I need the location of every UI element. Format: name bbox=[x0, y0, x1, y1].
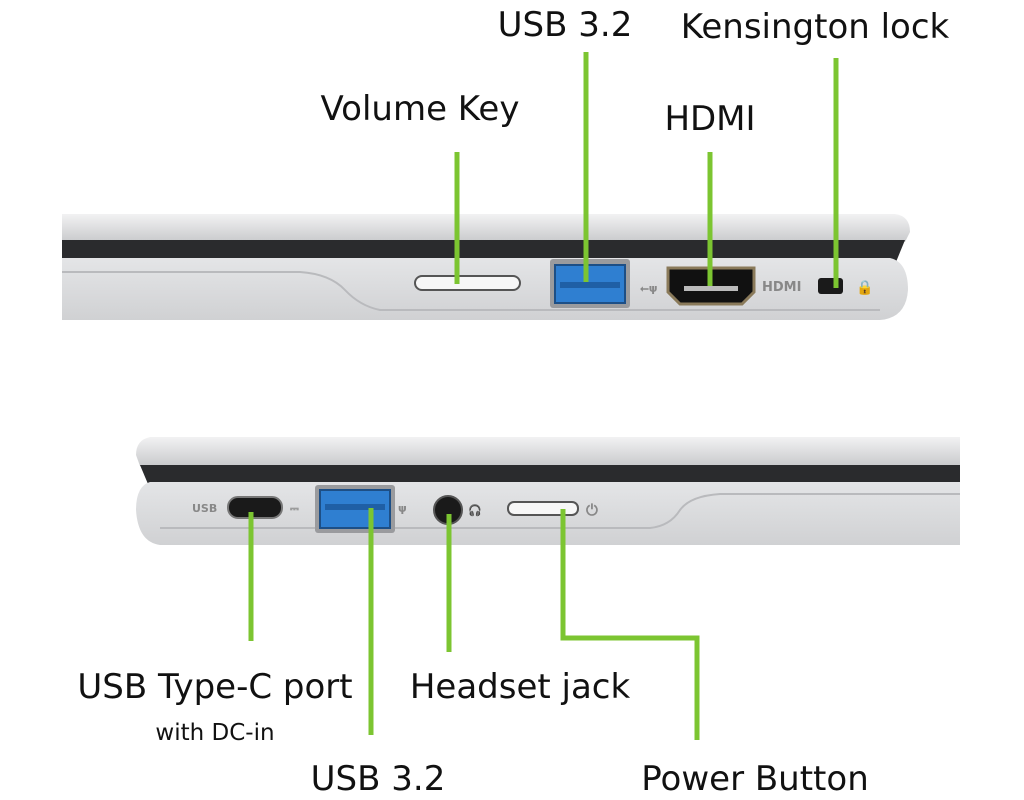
usb-c-marking: USB bbox=[192, 502, 217, 515]
display-gap bbox=[140, 465, 960, 484]
label-hdmi: HDMI bbox=[664, 99, 755, 139]
usb-type-c-port[interactable] bbox=[227, 496, 283, 519]
label-headset: Headset jack bbox=[410, 667, 631, 707]
lock-icon: 🔒 bbox=[856, 280, 873, 296]
label-kensington: Kensington lock bbox=[681, 7, 950, 47]
hdmi-marking: HDMI bbox=[762, 280, 801, 295]
label-usb-top: USB 3.2 bbox=[498, 5, 633, 45]
laptop-left-side: USB ⎓ ψ 🎧 ⏻ bbox=[136, 437, 960, 545]
kensington-lock-slot[interactable] bbox=[818, 278, 843, 294]
lid bbox=[136, 437, 960, 466]
label-power: Power Button bbox=[641, 759, 869, 799]
label-usb-bottom: USB 3.2 bbox=[311, 759, 446, 799]
headset-icon: 🎧 bbox=[468, 504, 482, 517]
dc-in-icon: ⎓ bbox=[290, 502, 299, 515]
usb-icon: ⭠ψ bbox=[640, 282, 658, 295]
lid bbox=[62, 214, 910, 242]
leader-power bbox=[560, 509, 700, 740]
label-usb-c-sub: with DC-in bbox=[155, 720, 274, 746]
display-gap bbox=[62, 240, 905, 262]
laptop-right-side: ⭠ψ HDMI 🔒 bbox=[62, 214, 910, 320]
power-icon: ⏻ bbox=[586, 501, 598, 519]
label-usb-c: USB Type-C port bbox=[77, 667, 352, 707]
volume-key[interactable] bbox=[414, 275, 521, 291]
label-volume: Volume Key bbox=[321, 89, 520, 129]
usb-icon: ψ bbox=[398, 502, 407, 515]
power-button[interactable] bbox=[507, 501, 579, 516]
